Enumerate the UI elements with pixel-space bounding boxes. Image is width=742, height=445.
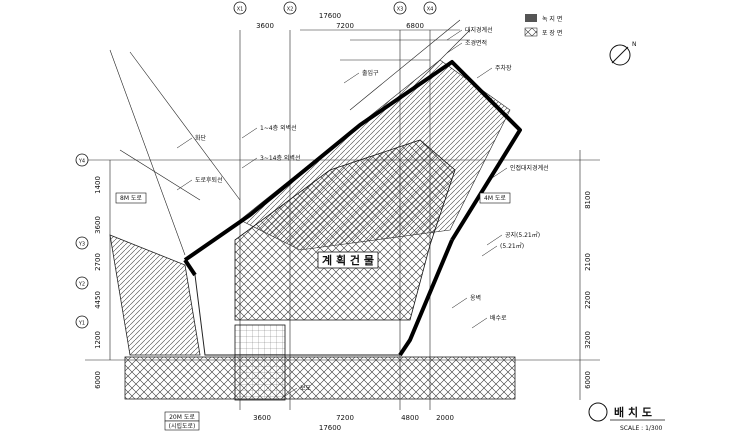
left-dim: 6000 [94, 371, 102, 389]
grid-marker-left: Y1 [75, 315, 89, 329]
annotation: 도로후퇴선 [176, 176, 223, 191]
top-dims: 3600 7200 6800 [256, 22, 424, 30]
north-symbol-label: N [632, 41, 637, 48]
grid-markers-top: X1 X2 X3 X4 [233, 1, 437, 15]
annotation: 조경면적 [446, 39, 487, 54]
top-dim-segment: 7200 [336, 22, 354, 30]
drawing-title: 배 치 도 [614, 405, 652, 419]
left-dim: 2700 [94, 253, 102, 271]
grid-marker-left: Y2 [75, 276, 89, 290]
stair-block [234, 324, 286, 401]
north-arrow-icon: N [609, 41, 637, 66]
left-dim: 1400 [94, 176, 102, 194]
right-dim: 2100 [584, 253, 592, 271]
annotation: 출입구 [343, 69, 379, 84]
grid-marker-top: X1 [233, 1, 247, 15]
annotation: 3~14층 외벽선 [241, 154, 300, 169]
site-boundary [183, 60, 522, 357]
bottom-dim-segment: 4800 [401, 414, 419, 422]
annotation-text: 배수로 [490, 314, 507, 322]
annotation-text: 주차장 [495, 64, 512, 72]
building-footprint [234, 139, 456, 321]
annotation-text: (5.21㎡) [500, 242, 524, 250]
grid-marker-label: Y2 [78, 282, 85, 288]
right-dim: 2200 [584, 291, 592, 309]
road-label-2: 20M 도로 [169, 414, 195, 421]
building-label: 계 획 건 물 [322, 253, 374, 267]
annotation-text: 3~14층 외벽선 [260, 154, 300, 162]
annotation-text: 대지경계선 [465, 26, 493, 34]
grid-marker-label: X2 [287, 7, 294, 13]
grid-marker-top: X2 [283, 1, 297, 15]
grid-marker-label: Y4 [78, 159, 85, 165]
site-outline [194, 274, 400, 356]
left-dim: 3600 [94, 216, 102, 234]
left-road-hatch [109, 234, 201, 356]
left-dim: 1200 [94, 331, 102, 349]
annotation-text: 공지(5.21㎡) [505, 231, 540, 239]
annotation: 보도 [281, 385, 312, 399]
grid-marker-label: X1 [237, 7, 244, 13]
top-dim-segment: 3600 [256, 22, 274, 30]
annotation: 대지경계선 [446, 26, 493, 41]
bottom-road-hatch [124, 356, 516, 400]
annotation-text: 화단 [195, 134, 207, 142]
grid-marker-left: Y4 [75, 153, 89, 167]
annotation-text: 인접대지경계선 [510, 164, 549, 172]
legend: 녹 지 면 포 장 면 [524, 14, 562, 37]
left-dims: 1400 3600 2700 4450 1200 6000 [94, 176, 102, 389]
grid-marker-left: Y3 [75, 236, 89, 250]
annotation-text: 옹벽 [470, 294, 481, 302]
annotation-text: 출입구 [362, 69, 379, 77]
bottom-dim-segment: 2000 [436, 414, 454, 422]
road-labels: 8M 도로 4M 도로 20M 도로 (시립도로) [115, 192, 511, 431]
bottom-dim-segment: 7200 [336, 414, 354, 422]
annotation: 인접대지경계선 [491, 164, 549, 179]
annotation: 1~4층 외벽선 [241, 124, 297, 139]
grid-marker-top: X4 [423, 1, 437, 15]
drawing-scale: SCALE : 1/300 [620, 425, 663, 432]
annotation: (5.21㎡) [481, 242, 524, 257]
grid-marker-label: Y3 [78, 242, 85, 248]
annotation: 배수로 [471, 314, 507, 329]
legend-item-0: 녹 지 면 [542, 15, 562, 23]
grid-marker-label: X3 [397, 7, 404, 13]
annotation-text: 조경면적 [465, 39, 487, 47]
annotation-text: 도로후퇴선 [195, 176, 223, 184]
right-dim: 6000 [584, 371, 592, 389]
road-label-3: (시립도로) [169, 422, 196, 430]
right-dims: 8100 2100 2200 3200 6000 [584, 191, 592, 389]
grid-marker-top: X3 [393, 1, 407, 15]
bottom-dims: 3600 7200 4800 2000 [253, 414, 454, 422]
grid-marker-label: X4 [427, 7, 434, 13]
annotation: 공지(5.21㎡) [486, 231, 540, 246]
annotation-text: 보도 [300, 385, 312, 392]
annotation: 옹벽 [451, 294, 481, 309]
legend-item-1: 포 장 면 [542, 29, 562, 37]
road-label-1: 4M 도로 [484, 195, 506, 202]
annotation: 화단 [176, 134, 207, 149]
bottom-dim-segment: 3600 [253, 414, 271, 422]
bottom-total-dim: 17600 [319, 424, 341, 432]
annotation-text: 1~4층 외벽선 [260, 124, 297, 132]
right-dim: 3200 [584, 331, 592, 349]
title-block: 배 치 도 SCALE : 1/300 [588, 402, 665, 432]
top-total-dim: 17600 [319, 12, 341, 20]
road-label-0: 8M 도로 [120, 195, 142, 202]
top-dim-segment: 6800 [406, 22, 424, 30]
right-dim: 8100 [584, 191, 592, 209]
left-dim: 4450 [94, 291, 102, 309]
annotation: 주차장 [476, 64, 512, 79]
building-label-box [317, 251, 379, 269]
grid-marker-label: Y1 [78, 321, 85, 327]
